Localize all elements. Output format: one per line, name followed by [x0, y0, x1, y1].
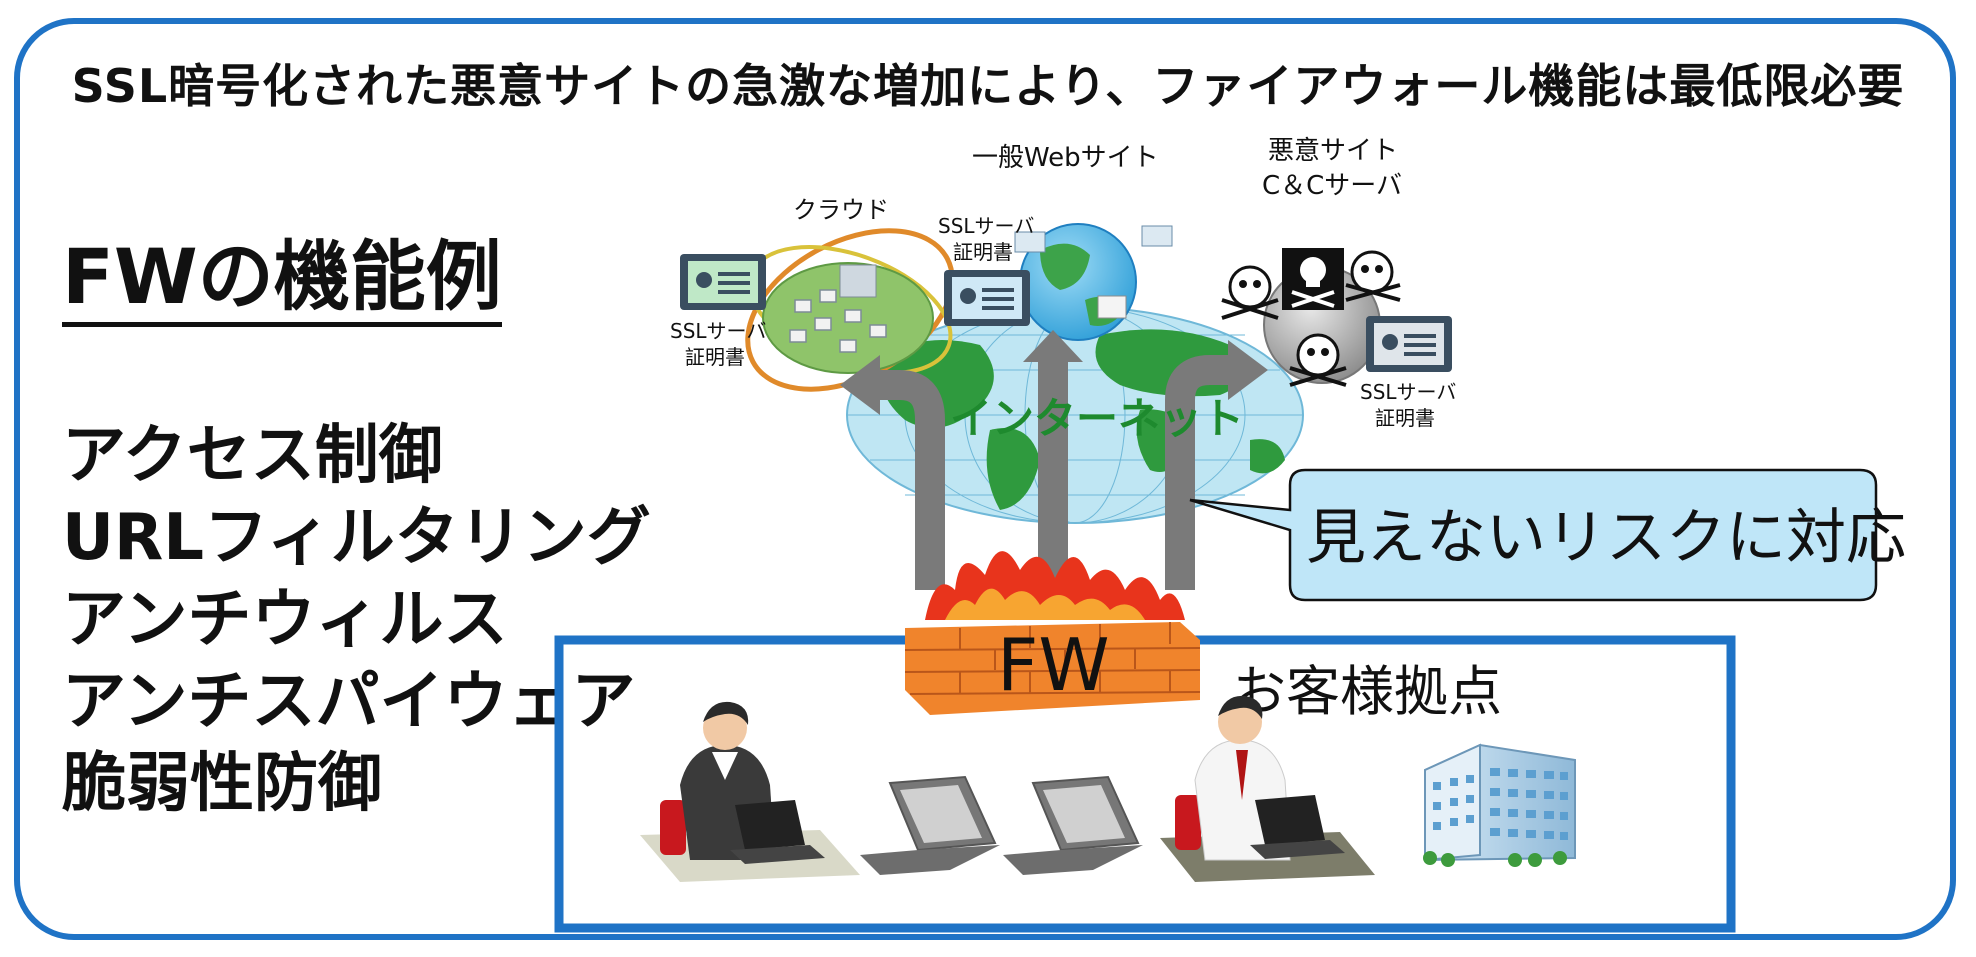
- ssl-cert-web-line2: 証明書: [953, 240, 1013, 264]
- ssl-cert-cloud-line1: SSLサーバ: [670, 319, 766, 343]
- outer-frame: [14, 18, 1956, 940]
- feature-url-filtering: URLフィルタリング: [62, 501, 651, 575]
- firewall-label: FW: [997, 623, 1110, 707]
- internet-label: インターネット: [950, 394, 1244, 443]
- malicious-label-line2: C＆Cサーバ: [1262, 171, 1402, 201]
- office-building-icon: [1423, 743, 1576, 867]
- person-with-laptop-icon: [1160, 695, 1375, 882]
- ssl-cert-cloud-line2: 証明書: [685, 345, 745, 369]
- cloud-icon: [745, 228, 955, 392]
- cloud-label: クラウド: [793, 196, 889, 224]
- feature-list: アクセス制御 URLフィルタリング アンチウィルス アンチスパイウェア 脆弱性防…: [62, 415, 651, 825]
- ssl-certificate-icon-cloud: [680, 254, 766, 310]
- ssl-certificate-icon-web: [944, 270, 1030, 326]
- callout-text: 見えないリスクに対応: [1306, 503, 1906, 573]
- risk-callout: 見えないリスクに対応: [1189, 468, 1906, 602]
- feature-access-control: アクセス制御: [62, 419, 443, 493]
- general-site-label: 一般Webサイト: [972, 143, 1159, 173]
- ssl-cert-malicious-line1: SSLサーバ: [1360, 380, 1456, 404]
- firewall-icon: FW: [904, 551, 1201, 715]
- traffic-arrows: [840, 330, 1268, 590]
- feature-antispyware: アンチスパイウェア: [62, 665, 636, 739]
- globe-icon: [1014, 223, 1173, 341]
- malicious-skull-icon: [1221, 248, 1401, 387]
- fw-features-title: FWの機能例: [62, 232, 502, 327]
- feature-antivirus: アンチウィルス: [62, 583, 508, 657]
- headline: SSL暗号化された悪意サイトの急激な増加により、ファイアウォール機能は最低限必要: [71, 59, 1905, 113]
- ssl-certificate-icon-malicious: [1366, 316, 1452, 372]
- malicious-label-line1: 悪意サイト: [1268, 136, 1398, 166]
- ssl-cert-web-line1: SSLサーバ: [938, 214, 1034, 238]
- laptop-icon: [1003, 775, 1143, 875]
- person-with-laptop-icon: [640, 701, 860, 882]
- ssl-cert-malicious-line2: 証明書: [1375, 406, 1435, 430]
- customer-site-label: お客様拠点: [1232, 660, 1502, 723]
- feature-vulnerability-protection: 脆弱性防御: [62, 747, 382, 821]
- laptop-icon: [860, 775, 1000, 875]
